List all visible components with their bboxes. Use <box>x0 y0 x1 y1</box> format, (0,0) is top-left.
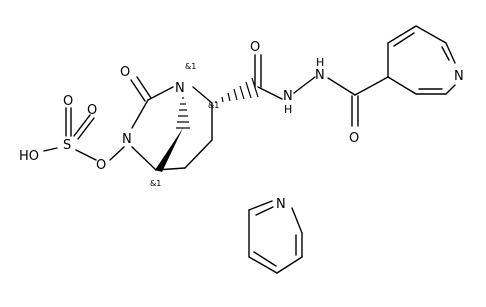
hashed-bridge-bond <box>176 97 190 129</box>
atom-o-link: O <box>96 158 106 173</box>
atom-o-sulfonyl-right: O <box>87 103 97 118</box>
bicyclic-core-bonds <box>130 76 213 171</box>
pyridine-ring <box>248 200 303 274</box>
stereo-label-n1: &1 <box>185 62 196 71</box>
wedge-bridge-bond <box>155 128 183 172</box>
atom-s-sulfur: S <box>63 138 71 153</box>
atom-o-amide: O <box>250 40 260 55</box>
atom-h-hydrazide-1: H <box>284 103 292 116</box>
stereo-label-c5: &1 <box>150 179 161 188</box>
sulfate-bonds <box>43 107 125 161</box>
atom-oh-hydroxyl: HO <box>19 149 39 164</box>
stereo-label-c2: &1 <box>208 101 219 110</box>
hydrazide-bonds <box>254 54 389 127</box>
atom-n-hydrazide-2: N <box>315 68 325 83</box>
atom-labels: O N &1 &1 &1 N O S O O HO O N H N H O N … <box>19 40 464 212</box>
atom-o-nicotinoyl: O <box>349 131 359 146</box>
atom-n-pyridine: N <box>276 197 286 212</box>
atom-n-bridgehead: N <box>175 81 185 96</box>
nicotinoyl-pyridine-ring <box>387 25 456 95</box>
atom-n-pyridine-ring: N <box>454 69 464 84</box>
atom-n-ring: N <box>122 132 132 147</box>
atom-n-hydrazide-1: N <box>283 89 293 104</box>
atom-h-hydrazide-2: H <box>316 56 324 69</box>
atom-o-sulfonyl-up: O <box>63 94 73 109</box>
hashed-amide-bond <box>215 77 259 103</box>
atom-o-ketone: O <box>120 65 130 80</box>
